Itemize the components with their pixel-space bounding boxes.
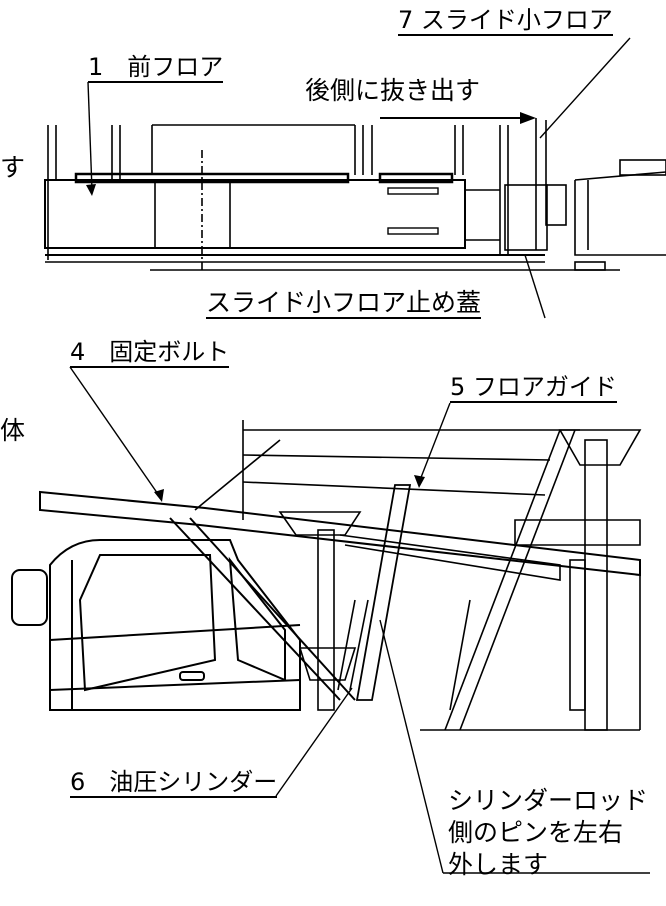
label-remove-pin-2: 側のピンを左右 [448, 818, 624, 847]
label-slide-floor-stopper-cover: スライド小フロア止め蓋 [206, 288, 482, 319]
label-floor-guide: 5 フロアガイド [450, 373, 617, 403]
label-fixing-bolt: 4 固定ボルト [70, 338, 230, 368]
label-remove-pin-3: 外します [448, 850, 549, 879]
label-remove-pin-1: シリンダーロッド [448, 786, 649, 815]
label-hydraulic-cylinder: 6 油圧シリンダー [70, 768, 278, 798]
label-slide-small-floor: 7 スライド小フロア [398, 6, 613, 36]
truck-frame [39, 420, 642, 731]
label-left-cut-1: す [0, 153, 26, 182]
label-front-floor: 1 前フロア [88, 53, 224, 83]
label-pull-out-rear: 後側に抜き出す [305, 76, 481, 105]
truck-cab [11, 539, 301, 711]
floor-assembly [44, 118, 666, 271]
label-left-cut-2: 体 [0, 416, 26, 445]
